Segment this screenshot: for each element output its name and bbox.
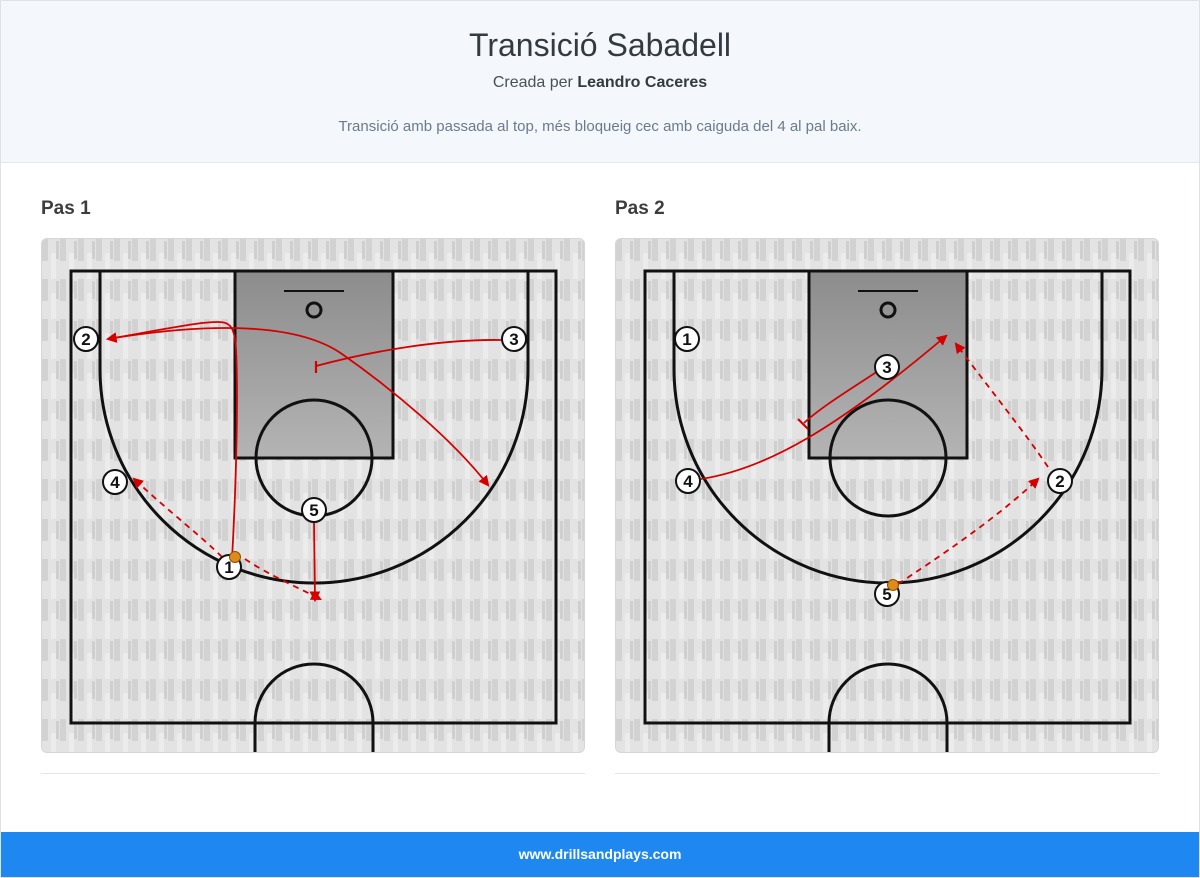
player-2[interactable]: 2: [73, 326, 99, 352]
divider: [615, 773, 1159, 774]
player-label: 3: [509, 330, 518, 349]
ball-icon: [229, 551, 241, 563]
court-diagram: 2 3 4 5 1: [41, 238, 585, 753]
actions: [700, 334, 1049, 585]
author-name[interactable]: Leandro Caceres: [577, 74, 708, 91]
step-title: Pas 1: [41, 198, 91, 219]
site-footer: www.drillsandplays.com: [1, 832, 1199, 877]
step-title: Pas 2: [615, 198, 665, 219]
center-circle-top: [253, 662, 375, 724]
ball-icon: [887, 579, 899, 591]
step-1: Pas 1: [41, 198, 585, 774]
player-3[interactable]: 3: [874, 354, 900, 380]
player-label: 3: [882, 358, 891, 377]
play-header: Transició Sabadell Creada per Leandro Ca…: [1, 1, 1199, 163]
court-svg: 1 3 4 2 5: [616, 239, 1158, 752]
page-title: Transició Sabadell: [468, 27, 732, 63]
free-throw-circle: [828, 398, 948, 518]
player-5[interactable]: 5: [301, 497, 327, 523]
created-by-label: Creada per: [492, 74, 573, 91]
players: 2 3 4 5 1: [73, 326, 527, 580]
screen-3-bar: [797, 418, 809, 430]
player-1[interactable]: 1: [674, 326, 700, 352]
cut-1-to-wing: [105, 321, 238, 560]
player-label: 2: [81, 330, 90, 349]
player-3[interactable]: 3: [501, 326, 527, 352]
play-description: Transició amb passada al top, més bloque…: [338, 118, 862, 135]
basket: [305, 301, 323, 319]
screen-3-path: [803, 370, 879, 424]
basket: [879, 301, 897, 319]
player-label: 2: [1055, 472, 1064, 491]
author-line: Creada per Leandro Caceres: [1, 74, 1199, 92]
cut-5-down: [309, 521, 321, 603]
screen-3-path: [315, 339, 502, 367]
player-label: 4: [683, 472, 693, 491]
player-4[interactable]: 4: [675, 468, 701, 494]
pass-2-to-4: [954, 342, 1049, 468]
center-circle-sides: [253, 723, 375, 752]
actions: [105, 321, 502, 603]
footer-link[interactable]: www.drillsandplays.com: [518, 846, 682, 862]
player-4[interactable]: 4: [102, 469, 128, 495]
center-circle-top: [827, 662, 949, 724]
players: 1 3 4 2 5: [674, 326, 1073, 607]
player-label: 5: [882, 585, 891, 604]
cut-2-to-right: [107, 327, 490, 487]
center-circle-sides: [827, 723, 949, 752]
player-label: 1: [682, 330, 691, 349]
court-svg: 2 3 4 5 1: [42, 239, 584, 752]
step-2: Pas 2: [615, 198, 1159, 774]
divider: [41, 773, 585, 774]
pass-1-to-4: [132, 477, 223, 558]
player-label: 4: [110, 473, 120, 492]
paint-area: [233, 269, 395, 460]
player-2[interactable]: 2: [1047, 468, 1073, 494]
court-diagram: 1 3 4 2 5: [615, 238, 1159, 753]
cut-4-to-post: [700, 334, 948, 480]
player-label: 5: [309, 501, 318, 520]
player-label: 1: [224, 558, 233, 577]
